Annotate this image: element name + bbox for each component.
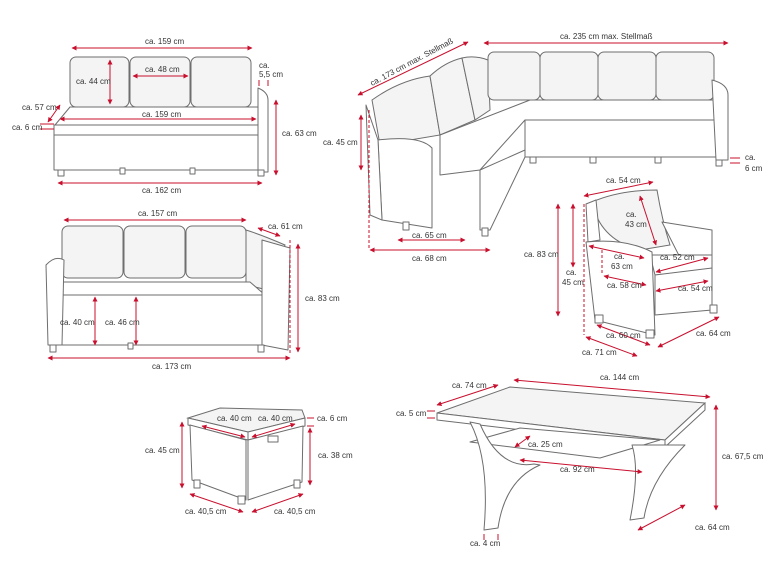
sofa3-top-width-label: ca. 159 cm <box>145 37 184 46</box>
sofa2-width-label: ca. 157 cm <box>138 209 177 218</box>
table-shelf-length-label: ca. 92 cm <box>560 465 595 474</box>
corner-sofa: ca. 173 cm max. Stellmaß ca. 235 cm max.… <box>323 32 763 263</box>
sofa3-total-width-label: ca. 162 cm <box>142 186 181 195</box>
table-height-label: ca. 67,5 cm <box>722 452 764 461</box>
stool-height-label: ca. 45 cm <box>145 446 180 455</box>
stool-cushion-thickness-label: ca. 6 cm <box>317 414 348 423</box>
armchair-arm-length-label-2: 63 cm <box>611 262 633 271</box>
stool-cushion-depth-label: ca. 40 cm <box>258 414 293 423</box>
stool-cushion-width-label: ca. 40 cm <box>217 414 252 423</box>
table-depth-label: ca. 74 cm <box>452 381 487 390</box>
table-foot-depth-label: ca. 64 cm <box>695 523 730 532</box>
sofa2-height-label: ca. 83 cm <box>305 294 340 303</box>
sofa2-arm-depth-label: ca. 61 cm <box>268 222 303 231</box>
sofa3-armrest-width-label-1: ca. <box>259 61 270 70</box>
armchair-total-depth-label: ca. 71 cm <box>582 348 617 357</box>
armchair-front-width-label: ca. 54 cm <box>678 284 713 293</box>
sofa3-seat-width-label: ca. 159 cm <box>142 110 181 119</box>
dining-table: ca. 74 cm ca. 144 cm ca. 5 cm ca. 25 cm … <box>396 373 764 548</box>
table-foot-thickness-label: ca. 4 cm <box>470 539 501 548</box>
stool-depth-label: ca. 40,5 cm <box>274 507 316 516</box>
stool: ca. 40 cm ca. 40 cm ca. 6 cm ca. 45 cm c… <box>145 407 353 516</box>
armchair-cushion-height-label-1: ca. <box>626 210 637 219</box>
table-shelf-depth-label: ca. 25 cm <box>528 440 563 449</box>
sofa2-seat-height-b-label: ca. 46 cm <box>105 318 140 327</box>
table-length-label: ca. 144 cm <box>600 373 639 382</box>
sofa3-cushion-height-label: ca. 44 cm <box>76 77 111 86</box>
armchair-top-width-label: ca. 54 cm <box>606 176 641 185</box>
armchair-seat-depth-label: ca. 58 cm <box>607 281 642 290</box>
stool-width-label: ca. 40,5 cm <box>185 507 227 516</box>
sofa3-seat-thickness-label: ca. 6 cm <box>12 123 43 132</box>
corner-depth-label: ca. 68 cm <box>412 254 447 263</box>
table-top-thickness-label: ca. 5 cm <box>396 409 427 418</box>
corner-long-length-label: ca. 235 cm max. Stellmaß <box>560 32 653 41</box>
armchair: ca. 54 cm ca. 83 cm ca. 43 cm ca. 63 cm … <box>524 176 731 357</box>
corner-cushion-thickness-label-1: ca. <box>745 153 756 162</box>
armchair-seat-height-label-1: ca. <box>566 268 577 277</box>
armchair-arm-length-label-1: ca. <box>614 252 625 261</box>
armchair-seat-width-label: ca. 52 cm <box>660 253 695 262</box>
sofa3-armrest-width-label-2: 5,5 cm <box>259 70 283 79</box>
sofa2-seat-height-a-label: ca. 40 cm <box>60 318 95 327</box>
sofa-3seat: ca. 159 cm ca. 44 cm ca. 48 cm ca. 5,5 c… <box>12 37 317 195</box>
armchair-seat-height-label-2: 45 cm <box>562 278 584 287</box>
armchair-cushion-height-label-2: 43 cm <box>625 220 647 229</box>
stool-base-height-label: ca. 38 cm <box>318 451 353 460</box>
sofa2-total-width-label: ca. 173 cm <box>152 362 191 371</box>
armchair-total-width-label: ca. 64 cm <box>696 329 731 338</box>
armchair-base-depth-label: ca. 60 cm <box>606 331 641 340</box>
sofa-2seat: ca. 157 cm ca. 61 cm ca. 83 cm ca. 40 cm… <box>45 209 340 371</box>
sofa3-cushion-width-label: ca. 48 cm <box>145 65 180 74</box>
corner-cushion-thickness-label-2: 6 cm <box>745 164 763 173</box>
corner-seat-depth-label: ca. 65 cm <box>412 231 447 240</box>
sofa3-height-label: ca. 63 cm <box>282 129 317 138</box>
armchair-height-label: ca. 83 cm <box>524 250 559 259</box>
sofa3-seat-depth-label: ca. 57 cm <box>22 103 57 112</box>
corner-seat-height-label: ca. 45 cm <box>323 138 358 147</box>
